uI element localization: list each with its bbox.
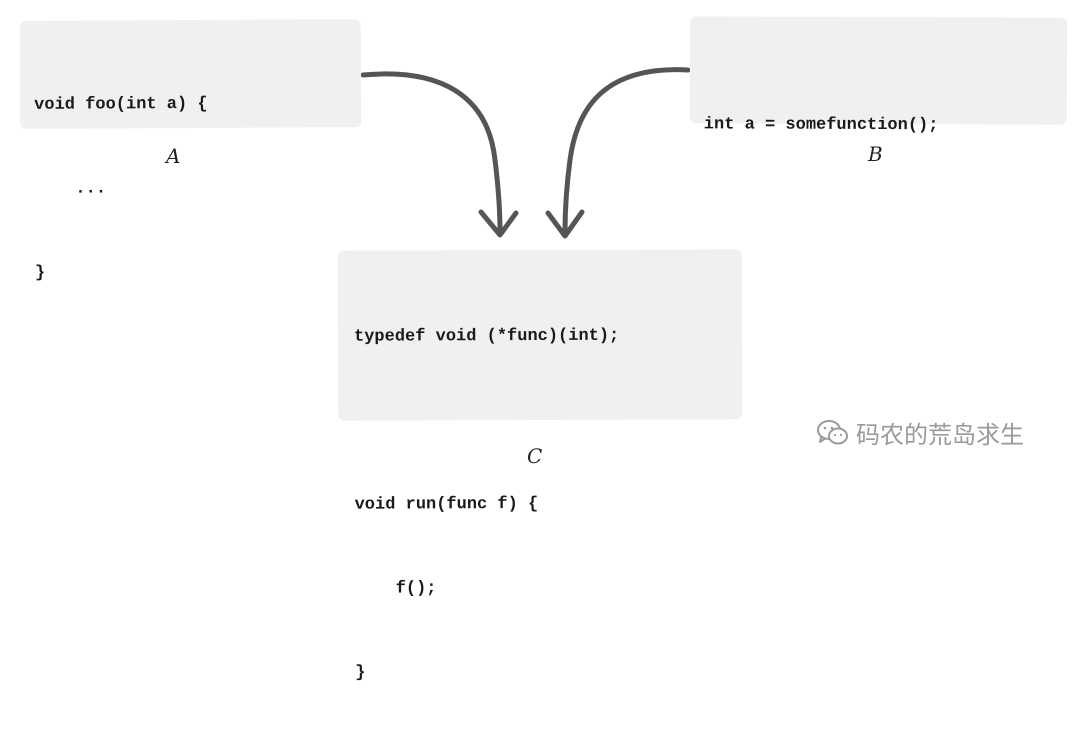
label-b: B [868, 142, 883, 166]
code-line: void run(func f) { [354, 495, 539, 515]
code-line: } [355, 663, 366, 683]
code-line: f(); [354, 579, 437, 599]
code-line-blank [354, 407, 619, 436]
wechat-icon [816, 419, 850, 447]
code-block-b: int a = somefunction(); [704, 55, 939, 196]
code-line: void foo(int a) { [34, 94, 208, 115]
watermark-text: 码农的荒岛求生 [856, 421, 1024, 449]
label-a: A [166, 144, 181, 168]
code-box-a: void foo(int a) { ... } [19, 19, 362, 283]
watermark: 码农的荒岛求生 [816, 415, 1024, 450]
code-block-a: void foo(int a) { ... } [34, 35, 209, 344]
arrow-a-to-c [360, 71, 503, 235]
arrowhead-b [545, 209, 585, 239]
arrow-b-to-c [562, 67, 691, 235]
code-box-c: typedef void (*func)(int); void run(func… [337, 249, 743, 683]
code-line: typedef void (*func)(int); [353, 326, 620, 347]
label-c: C [527, 444, 543, 468]
code-line: int a = somefunction(); [703, 115, 939, 136]
code-box-b: int a = somefunction(); [689, 16, 1068, 135]
arrowhead-a [478, 209, 519, 238]
code-line: } [34, 263, 46, 283]
code-line: ... [34, 179, 107, 199]
code-block-c: typedef void (*func)(int); void run(func… [354, 267, 621, 744]
